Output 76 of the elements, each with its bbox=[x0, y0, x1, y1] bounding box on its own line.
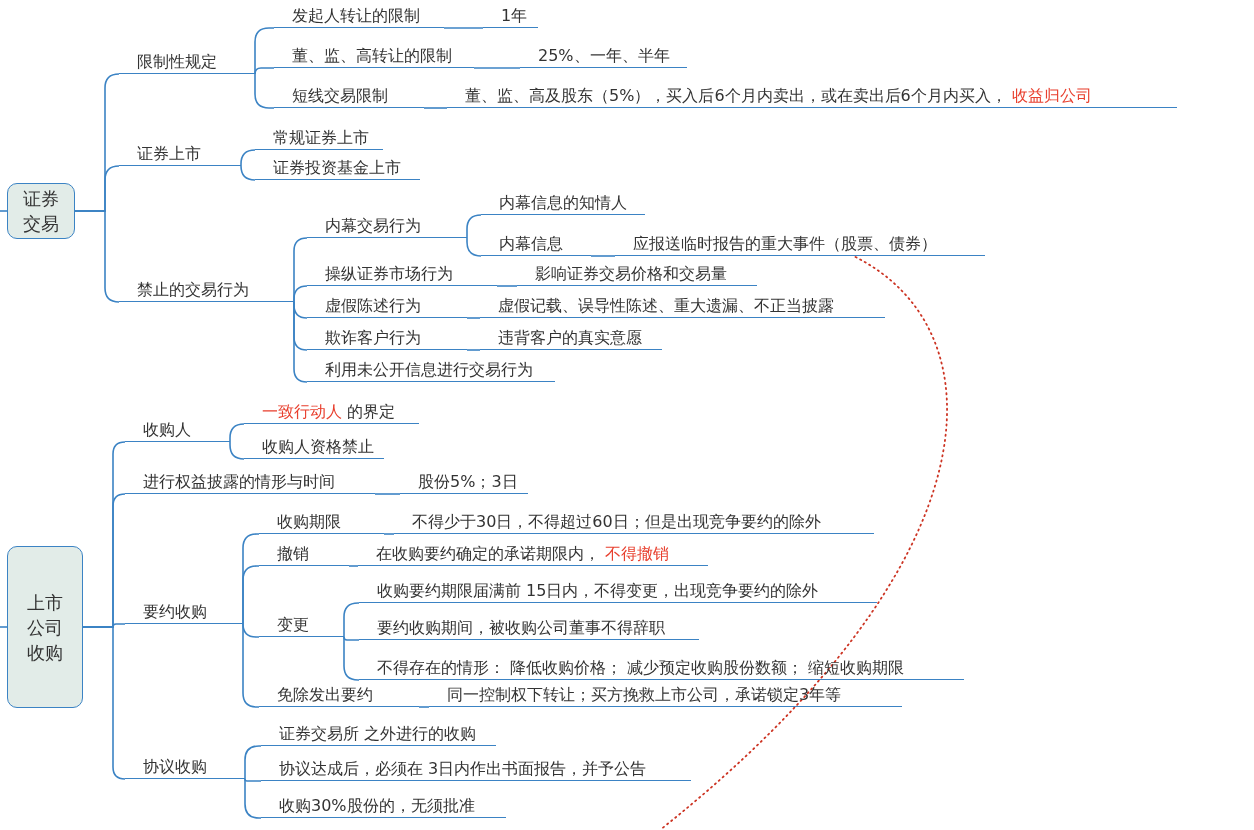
topic-label: 欺诈客户行为 bbox=[307, 326, 467, 350]
branch-line bbox=[348, 565, 359, 567]
topic-label: 证券交易所 之外进行的收购 bbox=[261, 722, 496, 746]
topic-label: 进行权益披露的情形与时间 bbox=[125, 470, 375, 494]
topic-label: 同一控制权下转让；买方挽救上市公司，承诺锁定3年等 bbox=[429, 683, 902, 707]
branch-line bbox=[466, 214, 482, 239]
topic-label: 限制性规定 bbox=[119, 50, 255, 74]
branch-line bbox=[343, 636, 360, 641]
topic-label: 协议收购 bbox=[125, 755, 245, 779]
branch-line bbox=[0, 210, 8, 212]
topic-label: 影响证券交易价格和交易量 bbox=[517, 262, 757, 286]
branch-line bbox=[496, 285, 518, 287]
topic-label: 收购人资格禁止 bbox=[244, 435, 384, 459]
topic-label: 虚假记载、误导性陈述、重大遗漏、不正当披露 bbox=[480, 294, 885, 318]
branch-line bbox=[466, 317, 481, 319]
branch-line bbox=[229, 441, 245, 460]
topic-label: 协议达成后，必须在 3日内作出书面报告，并予公告 bbox=[261, 757, 691, 781]
relationship-line bbox=[659, 256, 948, 830]
branch-line bbox=[374, 493, 401, 495]
topic-label: 禁止的交易行为 bbox=[119, 278, 294, 302]
branch-line bbox=[254, 27, 275, 75]
topic-label: 短线交易限制 bbox=[274, 84, 424, 108]
branch-line bbox=[242, 623, 260, 708]
topic-label: 应报送临时报告的重大事件（股票、债券） bbox=[615, 232, 985, 256]
topic-label: 撤销 bbox=[259, 542, 349, 566]
topic-label: 常规证券上市 bbox=[255, 126, 383, 150]
branch-line bbox=[293, 285, 308, 303]
branch-line bbox=[466, 349, 481, 351]
topic-label: 董、监、高及股东（5%），买入后6个月内卖出，或在卖出后6个月内买入， 收益归公司 bbox=[447, 84, 1177, 108]
topic-label: 操纵证券市场行为 bbox=[307, 262, 497, 286]
topic-label: 证券上市 bbox=[119, 142, 241, 166]
root-topic-box: 证券交易 bbox=[7, 183, 75, 239]
branch-line bbox=[473, 67, 521, 69]
topic-label: 内幕信息 bbox=[481, 232, 591, 256]
topic-label: 要约收购期间，被收购公司董事不得辞职 bbox=[359, 616, 699, 640]
topic-label: 违背客户的真实意愿 bbox=[480, 326, 662, 350]
topic-label: 不得少于30日，不得超过60日；但是出现竞争要约的除外 bbox=[394, 510, 874, 534]
branch-line bbox=[443, 27, 484, 29]
topic-label: 内幕交易行为 bbox=[307, 214, 467, 238]
topic-label: 免除发出要约 bbox=[259, 683, 419, 707]
topic-label: 董、监、高转让的限制 bbox=[274, 44, 474, 68]
branch-line bbox=[254, 73, 275, 109]
topic-label: 股份5%；3日 bbox=[400, 470, 528, 494]
root-topic-box: 上市公司收购 bbox=[7, 546, 83, 708]
branch-line bbox=[240, 149, 256, 167]
branch-line bbox=[590, 255, 616, 257]
topic-label: 变更 bbox=[259, 613, 344, 637]
topic-label: 不得存在的情形： 降低收购价格； 减少预定收购股份数额； 缩短收购期限 bbox=[359, 656, 964, 680]
topic-label: 收购要约期限届满前 15日内，不得变更，出现竞争要约的除外 bbox=[359, 579, 877, 603]
topic-label: 虚假陈述行为 bbox=[307, 294, 467, 318]
topic-label: 一致行动人 的界定 bbox=[244, 400, 419, 424]
topic-label: 证券投资基金上市 bbox=[255, 156, 420, 180]
branch-line bbox=[244, 745, 262, 780]
topic-label: 1年 bbox=[483, 4, 538, 28]
topic-label: 25%、一年、半年 bbox=[520, 44, 687, 68]
branch-line bbox=[383, 533, 395, 535]
topic-label: 利用未公开信息进行交易行为 bbox=[307, 358, 555, 382]
topic-label: 要约收购 bbox=[125, 600, 243, 624]
topic-label: 内幕信息的知情人 bbox=[481, 191, 645, 215]
branch-line bbox=[244, 778, 262, 819]
branch-line bbox=[418, 706, 430, 708]
branch-line bbox=[242, 565, 260, 625]
branch-line bbox=[74, 210, 120, 303]
branch-line bbox=[229, 423, 245, 443]
branch-line bbox=[423, 107, 448, 109]
branch-line bbox=[244, 778, 262, 782]
branch-line bbox=[0, 626, 8, 628]
topic-label: 收购期限 bbox=[259, 510, 384, 534]
topic-label: 在收购要约确定的承诺期限内， 不得撤销 bbox=[358, 542, 708, 566]
topic-label: 收购人 bbox=[125, 418, 230, 442]
branch-line bbox=[240, 165, 256, 181]
branch-line bbox=[254, 67, 275, 75]
branch-line bbox=[466, 237, 482, 257]
branch-line bbox=[82, 626, 126, 780]
topic-label: 收购30%股份的，无须批准 bbox=[261, 794, 506, 818]
topic-label: 发起人转让的限制 bbox=[274, 4, 444, 28]
